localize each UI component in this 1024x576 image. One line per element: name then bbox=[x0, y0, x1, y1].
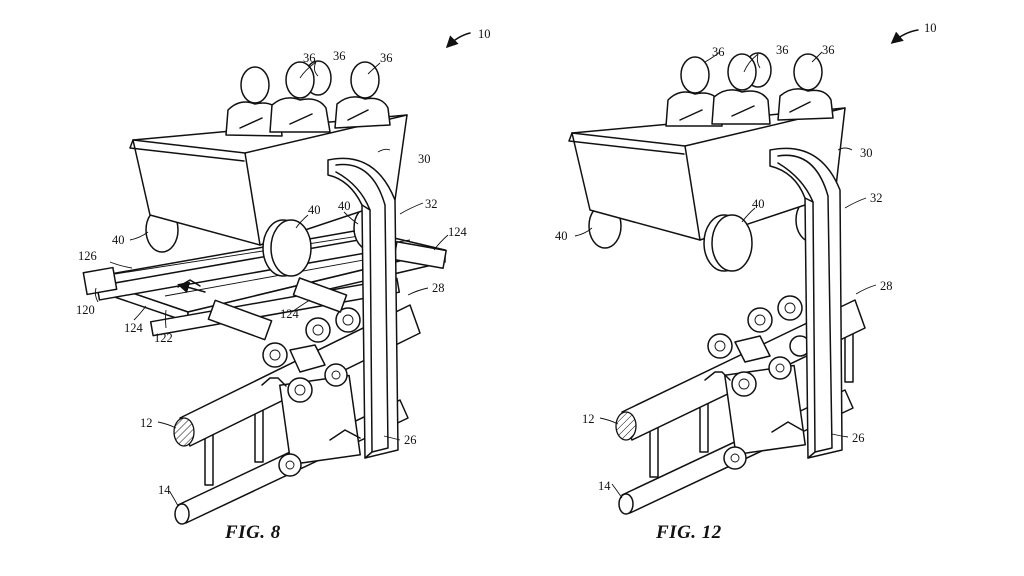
fig12-ref-28: 28 bbox=[880, 279, 893, 293]
figure-12-drawing: 10 36 36 36 30 32 40 40 28 12 26 14 bbox=[555, 21, 937, 515]
figure-8-drawing: 10 36 36 36 30 32 40 40 40 124 126 120 1… bbox=[76, 27, 491, 525]
fig12-ref-36-mid: 36 bbox=[776, 43, 789, 57]
fig12-ref-36-right: 36 bbox=[822, 43, 835, 57]
vertical-guide-column bbox=[769, 147, 843, 459]
upper-rail-pipe bbox=[615, 299, 866, 441]
figure-8-caption: FIG. 8 bbox=[225, 522, 281, 543]
bogie-assembly bbox=[704, 295, 811, 470]
ride-vehicle-cart bbox=[568, 107, 846, 241]
fig8-ref-36-left: 36 bbox=[303, 51, 316, 65]
fig12-ref-26: 26 bbox=[852, 431, 865, 445]
fig8-ref-122: 122 bbox=[154, 331, 173, 345]
fig12-ref-40-mid: 40 bbox=[752, 197, 765, 211]
fig8-ref-12: 12 bbox=[140, 416, 153, 430]
fig8-ref-28: 28 bbox=[432, 281, 445, 295]
fig8-ref-124-mid: 124 bbox=[280, 307, 300, 321]
fig8-ref-124-top: 124 bbox=[448, 225, 468, 239]
fig8-ref-10: 10 bbox=[478, 27, 491, 41]
fig8-ref-40-left: 40 bbox=[112, 233, 125, 247]
fig12-ref-36-left: 36 bbox=[712, 45, 725, 59]
fig12-ref-30: 30 bbox=[860, 146, 873, 160]
fig8-leader-lines bbox=[94, 32, 471, 507]
figure-12-caption: FIG. 12 bbox=[656, 522, 722, 543]
upper-rail-pipe bbox=[173, 304, 421, 447]
fig8-ref-36-right: 36 bbox=[380, 51, 393, 65]
fig8-ref-36-mid: 36 bbox=[333, 49, 346, 63]
passengers bbox=[225, 60, 391, 137]
fig12-ref-40-left: 40 bbox=[555, 229, 568, 243]
fig8-ref-30: 30 bbox=[418, 152, 431, 166]
front-wheel bbox=[703, 214, 753, 272]
track-platform bbox=[82, 229, 447, 341]
fig8-ref-126: 126 bbox=[78, 249, 97, 263]
fig12-ref-12: 12 bbox=[582, 412, 595, 426]
fig8-ref-14: 14 bbox=[158, 483, 171, 497]
front-wheel bbox=[262, 219, 312, 277]
fig8-ref-32: 32 bbox=[425, 197, 438, 211]
fig12-ref-32: 32 bbox=[870, 191, 883, 205]
passengers bbox=[665, 52, 834, 127]
fig8-ref-26: 26 bbox=[404, 433, 417, 447]
fig12-leader-lines bbox=[574, 29, 919, 499]
fig8-ref-120: 120 bbox=[76, 303, 95, 317]
vertical-guide-column bbox=[327, 157, 399, 459]
fig12-ref-14: 14 bbox=[598, 479, 611, 493]
fig8-ref-40-right: 40 bbox=[338, 199, 351, 213]
fig8-ref-40-mid: 40 bbox=[308, 203, 321, 217]
bogie-assembly bbox=[261, 307, 361, 477]
fig12-ref-10: 10 bbox=[924, 21, 937, 35]
fig8-ref-124-left: 124 bbox=[124, 321, 144, 335]
